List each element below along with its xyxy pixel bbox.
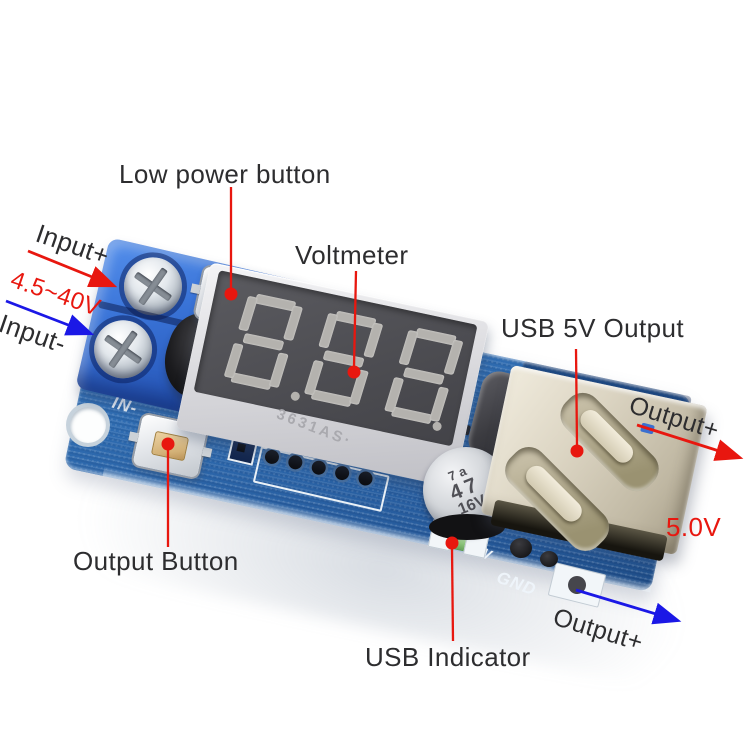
dot-voltmeter: [347, 365, 361, 379]
leader-usb-indicator: [450, 547, 455, 642]
label-output-button: Output Button: [73, 546, 239, 576]
dot-usb-indicator: [445, 536, 459, 550]
label-output-voltage: 5.0V: [666, 512, 722, 542]
usb-foot: [540, 551, 558, 567]
leader-usb-output: [574, 348, 579, 446]
label-voltmeter: Voltmeter: [295, 240, 409, 270]
arrow-output-plus-top: [636, 423, 744, 461]
dot-low-power: [224, 287, 238, 301]
label-low-power-button: Low power button: [119, 159, 331, 189]
arrow-input-minus: [5, 299, 95, 336]
usb-foot: [510, 538, 532, 558]
arrow-input-plus: [27, 249, 118, 288]
mounting-hole: [70, 407, 106, 443]
dot-output-button: [161, 437, 175, 451]
label-usb-indicator: USB Indicator: [365, 642, 531, 672]
dot-usb-output: [570, 444, 584, 458]
label-usb-5v-output: USB 5V Output: [501, 313, 684, 343]
arrow-output-plus-bottom: [575, 588, 682, 625]
leader-voltmeter: [352, 270, 358, 368]
